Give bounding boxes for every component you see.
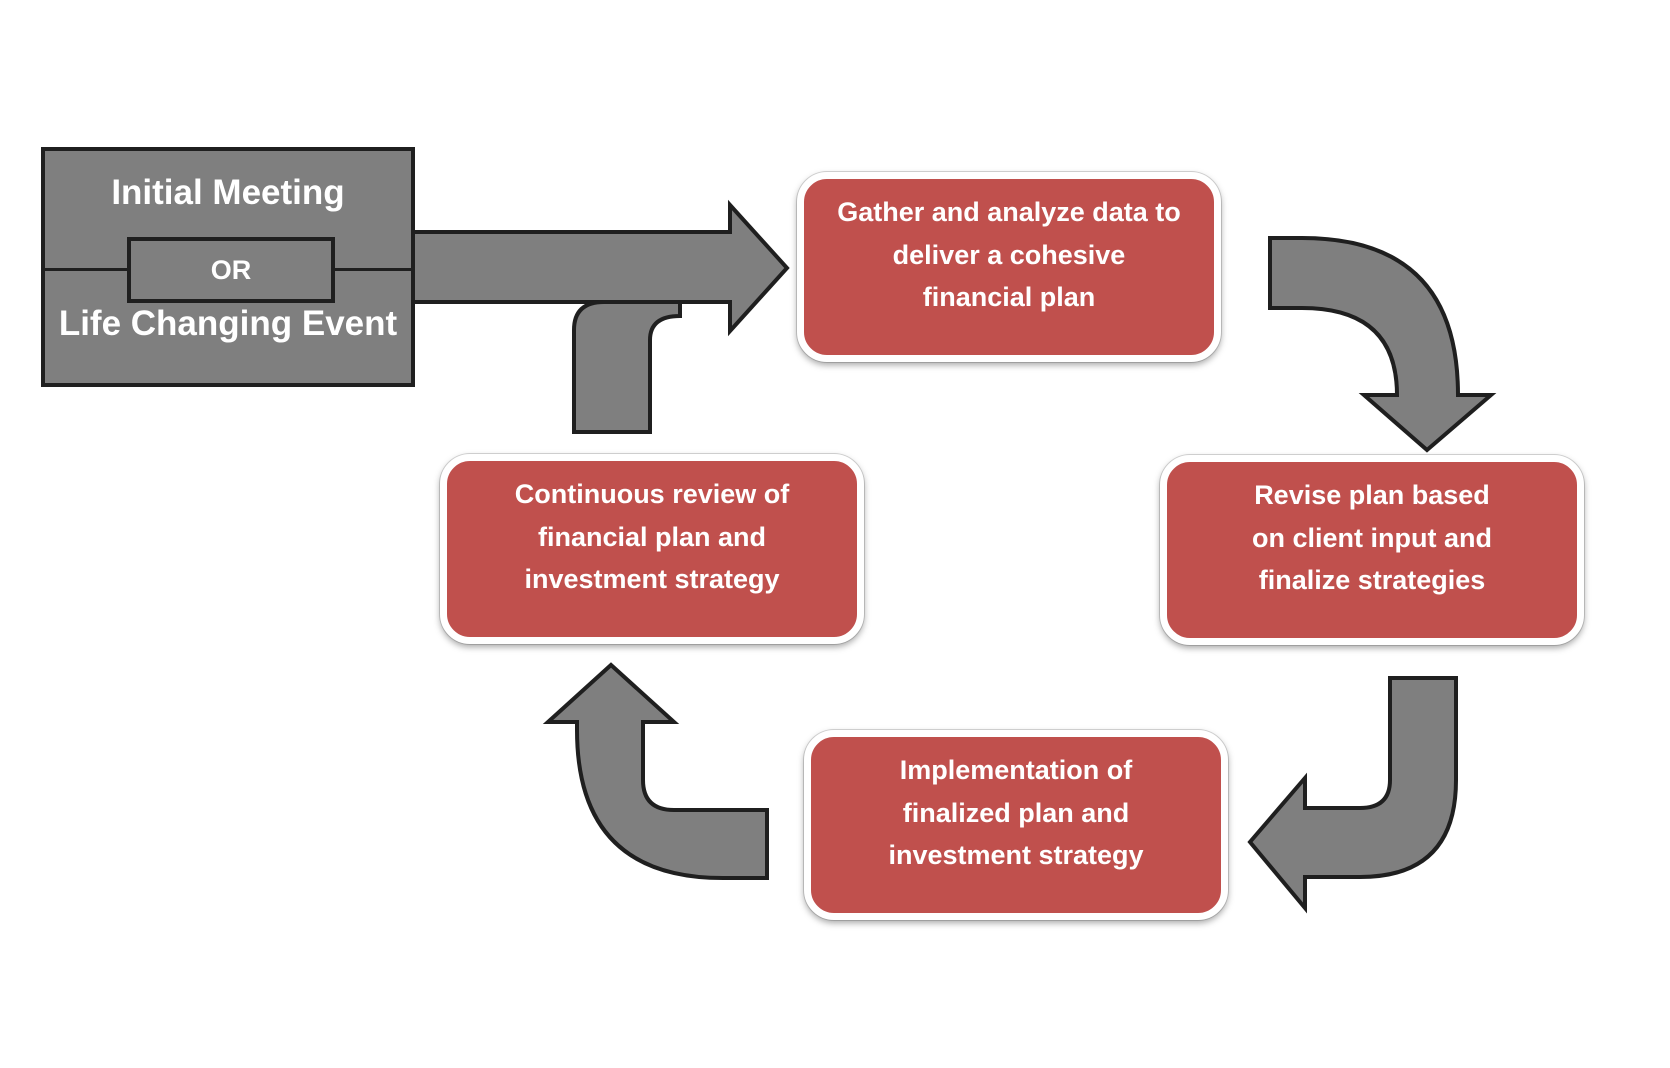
return-arrow — [572, 300, 682, 434]
step-implementation-text: Implementation of finalized plan and inv… — [888, 755, 1144, 870]
curved-arrow-up-left — [542, 662, 769, 880]
step-gather-analyze: Gather and analyze data to deliver a coh… — [797, 172, 1221, 362]
step-revise-plan-text: Revise plan based on client input and fi… — [1252, 480, 1492, 595]
step-continuous-review-text: Continuous review of financial plan and … — [514, 479, 790, 594]
step-implementation: Implementation of finalized plan and inv… — [804, 730, 1228, 920]
step-revise-plan: Revise plan based on client input and fi… — [1160, 455, 1584, 645]
life-changing-event-label: Life Changing Event — [58, 304, 398, 343]
or-label: OR — [210, 254, 252, 285]
curved-arrow-down-right — [1268, 236, 1497, 453]
or-box: OR — [127, 237, 335, 303]
initial-meeting-label: Initial Meeting — [111, 173, 345, 212]
step-gather-analyze-text: Gather and analyze data to deliver a coh… — [837, 197, 1181, 312]
start-box: Initial Meeting OR Life Changing Event — [41, 147, 415, 387]
entry-arrow — [411, 199, 790, 337]
step-continuous-review: Continuous review of financial plan and … — [440, 454, 864, 644]
curved-arrow-down-left — [1247, 676, 1458, 914]
